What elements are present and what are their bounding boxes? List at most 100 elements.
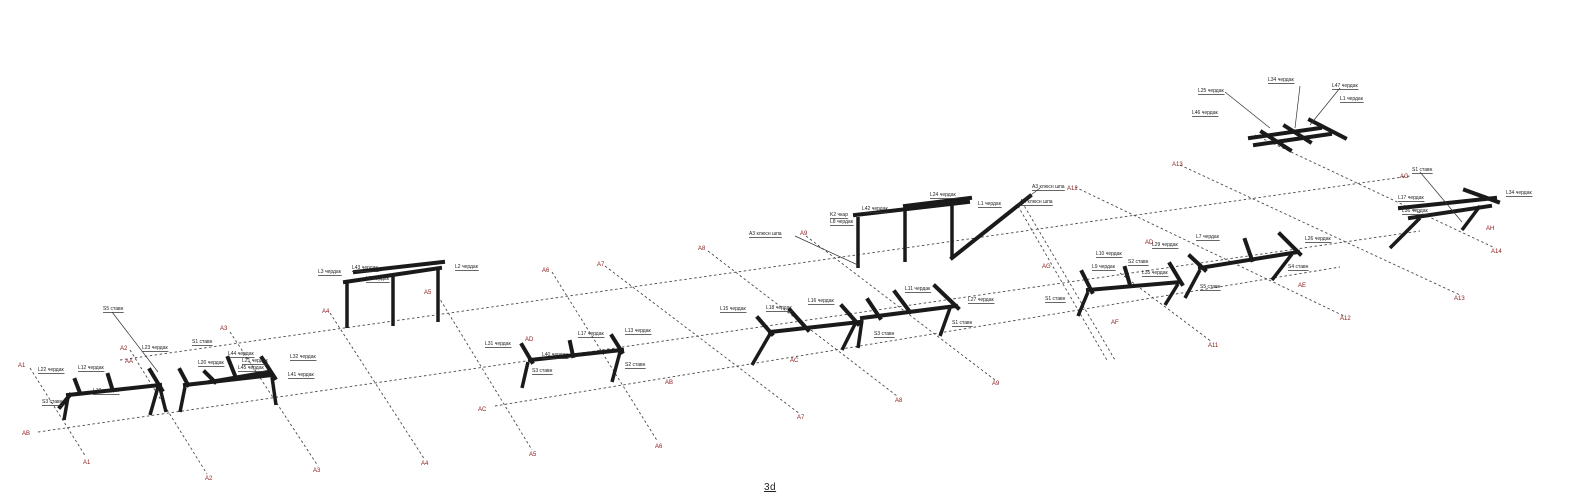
- member-label: L45 чердак: [238, 365, 264, 371]
- member-label: L34 чердак: [1268, 77, 1294, 83]
- member-label: S5 ставн: [103, 306, 124, 312]
- member-label: S1 ставн: [192, 339, 213, 345]
- member-label: L16 чердак: [808, 298, 834, 304]
- axis-label: A12: [1340, 316, 1351, 322]
- grid-line-a9: [805, 235, 996, 381]
- grid-line-a14: [1254, 134, 1496, 249]
- member-label: L40 чердак: [542, 352, 568, 358]
- member-label: L12 чердак: [78, 365, 104, 371]
- axis-label: A9: [800, 231, 808, 237]
- axis-label: AB: [665, 380, 673, 386]
- member-label: L10 чердак: [1096, 251, 1122, 257]
- member-label: S1 ставн: [1412, 167, 1433, 173]
- axis-label: A7: [797, 415, 805, 421]
- axis-label: AF: [1111, 320, 1119, 326]
- axis-label: A13: [1454, 296, 1465, 302]
- member-label: L43 чердак: [352, 265, 378, 271]
- member-label: S2 ставн: [625, 362, 646, 368]
- member-label: L15 чердак: [720, 306, 746, 312]
- member-label: L17 чердак: [1398, 195, 1424, 201]
- axis-label: A8: [698, 246, 706, 252]
- member-label: L20 чердак: [198, 360, 224, 366]
- member-label: L19 чердак: [93, 388, 119, 394]
- member-label: L46 чердак: [1192, 110, 1218, 116]
- axis-label: A12: [1067, 186, 1078, 192]
- member-label: A3 клюсн шпа: [749, 231, 782, 237]
- member-label: S4 ставн: [1288, 264, 1309, 270]
- axis-label: A3: [220, 326, 228, 332]
- axis-label: AD: [525, 337, 534, 343]
- member-label: L5 чердак: [366, 276, 390, 282]
- grid-line-ab: [37, 230, 1421, 433]
- member-label: L23 чердак: [142, 345, 168, 351]
- grid-lines: [29, 134, 1496, 475]
- axis-label: A2: [205, 476, 213, 482]
- axis-label: A1: [18, 363, 26, 369]
- axis-label: A5: [424, 290, 432, 296]
- member-labels: L22 чердак L12 чердак L19 чердак S3 став…: [38, 77, 1533, 406]
- frame-a7-a9: [750, 283, 961, 366]
- grid-line-a4: [329, 312, 426, 461]
- axis-label: A4: [421, 461, 429, 467]
- member-label: L18 чердак: [766, 305, 792, 311]
- member-label: L41 чердак: [288, 372, 314, 378]
- member-label: L25 чердак: [1198, 88, 1224, 94]
- axis-label: A13: [1172, 162, 1183, 168]
- member-label: A3 клюсн шпа: [1032, 184, 1065, 190]
- member-label: S5 ставн: [1200, 284, 1221, 290]
- axis-label: A3: [313, 468, 321, 474]
- member-label: L8 чердак: [830, 219, 854, 225]
- member-label: S3 ставн: [532, 368, 553, 374]
- member-label: L29 чердак: [1152, 242, 1178, 248]
- axis-label: A4: [322, 309, 330, 315]
- member-label: L21 чердак: [242, 358, 268, 364]
- member-label: L1 чердак: [1340, 96, 1364, 102]
- member-label: L32 чердак: [290, 354, 316, 360]
- axis-labels: A1 A1 A2 A2 A3 A3 A4 A4 A5 A5 A6 A6 A7 A…: [18, 162, 1502, 482]
- member-label: L9 чердак: [1092, 264, 1116, 270]
- frame-top-roof: [1247, 117, 1348, 153]
- member-label: S1 ставн: [952, 320, 973, 326]
- member-label: A4 клюсн шпа: [1020, 199, 1053, 205]
- member-label: L26 чердак: [1305, 236, 1331, 242]
- member-label: L42 чердак: [862, 206, 888, 212]
- axis-label: AE: [1298, 283, 1306, 289]
- grid-line-a7: [604, 265, 801, 415]
- axis-label: AA: [125, 359, 133, 365]
- frame-a13-a14: [1388, 187, 1501, 250]
- axis-label: AD: [1145, 240, 1154, 246]
- frame-a4-a5: [342, 259, 446, 328]
- view-title: 3d: [764, 482, 777, 493]
- member-label: L36 чердак: [1402, 208, 1428, 214]
- member-label: L17 чердак: [578, 331, 604, 337]
- axis-label: AC: [478, 407, 487, 413]
- axis-label: A14: [1491, 249, 1502, 255]
- frame-a12: [1183, 231, 1303, 299]
- member-label: L34 чердак: [1506, 190, 1532, 196]
- member-label: L7 чердак: [1196, 234, 1220, 240]
- axis-label: A8: [895, 398, 903, 404]
- axis-label: A5: [529, 452, 537, 458]
- member-label: L22 чердак: [38, 367, 64, 373]
- member-label: L27 чердак: [968, 297, 994, 303]
- grid-line-a11: [1119, 272, 1213, 343]
- frame-a2-a3: [177, 355, 278, 413]
- member-label: S3 ставн: [874, 331, 895, 337]
- member-label: L3 чердак: [318, 269, 342, 275]
- axis-label: AC: [790, 358, 799, 364]
- axis-label: A2: [120, 346, 128, 352]
- axis-label: A7: [597, 262, 605, 268]
- member-label: L11 чердак: [905, 286, 931, 292]
- member-label: L44 чердак: [228, 351, 254, 357]
- axis-label: AH: [1486, 226, 1494, 232]
- member-label: K2 чкар: [830, 212, 848, 218]
- member-label: L2 чердак: [455, 264, 479, 270]
- leader-lines: [111, 85, 1463, 373]
- axis-label: AB: [22, 431, 30, 437]
- member-label: L35 чердак: [1142, 270, 1168, 276]
- grid-line-a5: [437, 295, 533, 451]
- member-label: L31 чердак: [485, 341, 511, 347]
- member-label: S2 ставн: [1128, 259, 1149, 265]
- grid-line-diag-9: [1021, 201, 1116, 361]
